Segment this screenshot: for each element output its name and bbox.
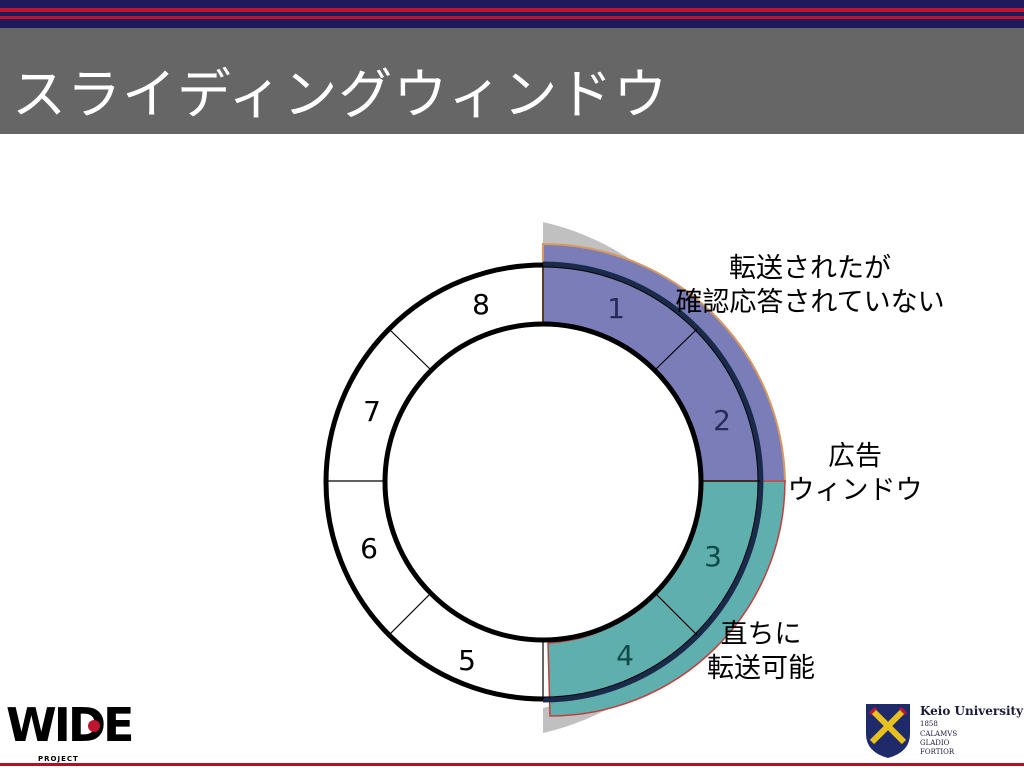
keio-motto-line: FORTIOR — [920, 748, 955, 756]
segment-label-4: 4 — [616, 639, 634, 672]
annotation-line: 確認応答されていない — [675, 287, 945, 318]
segment-label-6: 6 — [360, 532, 378, 565]
top-stripe — [0, 8, 1024, 12]
annotation-line: 直ちに — [720, 619, 802, 650]
segment-label-8: 8 — [472, 288, 490, 321]
segment-label-3: 3 — [704, 540, 722, 573]
keio-university-logo: Keio University 1858 CALAMVS GLADIO FORT… — [862, 700, 1024, 762]
annotation-line: 転送可能 — [707, 653, 815, 684]
annotation-ready-to-send: 直ちに 転送可能 — [688, 618, 834, 686]
wide-project-logo: WIDE PROJECT — [6, 698, 134, 764]
annotation-line: 広告 — [828, 441, 882, 472]
annotation-sent-unacked: 転送されたが 確認応答されていない — [648, 252, 972, 320]
top-bar — [0, 0, 1024, 28]
annotation-line: ウィンドウ — [787, 475, 923, 506]
keio-shield-icon — [866, 704, 910, 758]
keio-year: 1858 — [920, 720, 938, 728]
keio-motto-line: CALAMVS — [920, 730, 958, 738]
wide-logo-text: WIDE — [6, 698, 134, 752]
window-arc — [542, 261, 764, 703]
keio-motto-line: GLADIO — [920, 739, 950, 747]
segment-dividers — [326, 265, 760, 699]
slide-title: スライディングウィンドウ — [12, 63, 669, 126]
wide-logo-sub: PROJECT — [38, 755, 79, 763]
wide-logo-dot-icon — [88, 720, 100, 732]
annotation-advertised-window: 広告 ウィンドウ — [780, 440, 930, 508]
top-stripe — [0, 16, 1024, 19]
annotation-line: 転送されたが — [729, 253, 891, 284]
inner-ring — [382, 321, 704, 643]
footer-line — [0, 763, 1024, 766]
segment-label-1: 1 — [607, 292, 625, 325]
segment-label-2: 2 — [713, 404, 731, 437]
title-band: スライディングウィンドウ — [0, 28, 1024, 134]
keio-name: Keio University — [920, 704, 1024, 718]
segment-label-5: 5 — [458, 644, 476, 677]
segment-label-7: 7 — [363, 395, 381, 428]
